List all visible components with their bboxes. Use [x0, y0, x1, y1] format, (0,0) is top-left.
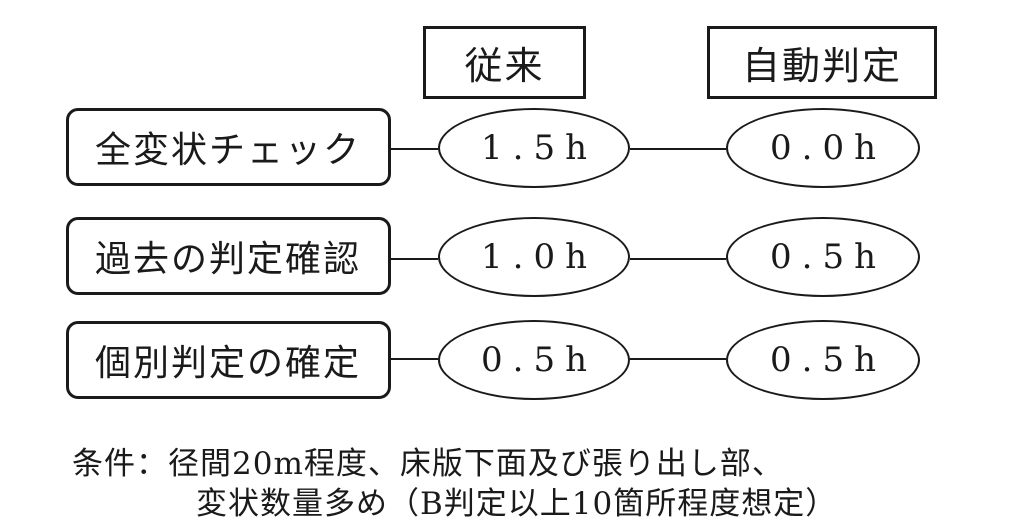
time-automatic-row1: 0.0h	[726, 108, 920, 188]
task-box-individual-judgment-confirm: 個別判定の確定	[66, 321, 391, 399]
time-value: 0.5h	[770, 237, 886, 277]
connector-line	[391, 358, 438, 360]
time-value: 0.0h	[770, 128, 886, 168]
condition-note-line1: 条件：径間20m程度、床版下面及び張り出し部、	[72, 446, 784, 482]
time-conventional-row3: 0.5h	[438, 320, 630, 400]
header-automatic: 自動判定	[707, 26, 937, 99]
connector-line	[630, 148, 726, 150]
time-automatic-row2: 0.5h	[726, 217, 920, 297]
time-automatic-row3: 0.5h	[726, 320, 920, 400]
connector-line	[630, 258, 726, 260]
time-conventional-row2: 1.0h	[438, 217, 630, 297]
task-box-all-defect-check: 全変状チェック	[66, 108, 391, 186]
time-value: 1.0h	[481, 237, 597, 277]
header-conventional: 従来	[423, 26, 586, 99]
connector-line	[391, 148, 438, 150]
time-value: 1.5h	[481, 128, 597, 168]
condition-note-line2: 変状数量多め（B判定以上10箇所程度想定）	[196, 486, 838, 522]
task-box-past-judgment-check: 過去の判定確認	[66, 217, 391, 295]
time-conventional-row1: 1.5h	[438, 108, 630, 188]
time-value: 0.5h	[770, 340, 886, 380]
time-value: 0.5h	[481, 340, 597, 380]
connector-line	[630, 358, 726, 360]
connector-line	[391, 258, 438, 260]
